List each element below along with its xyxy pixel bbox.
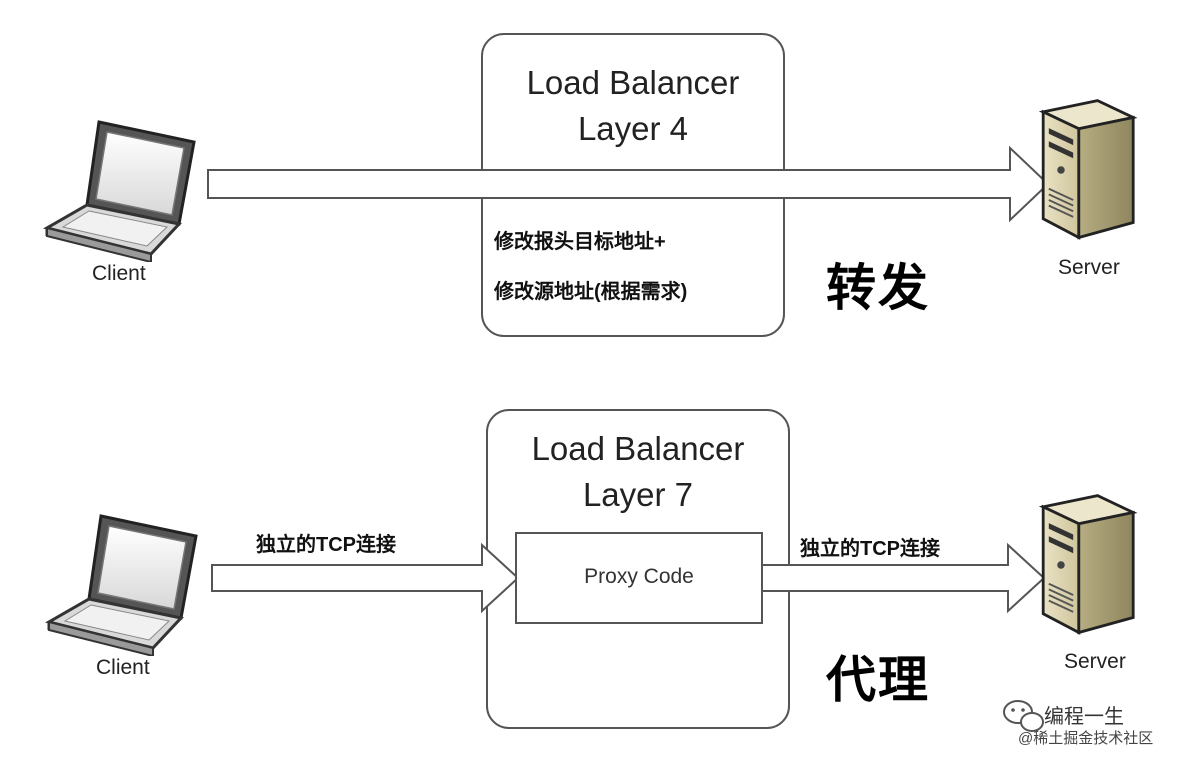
right-tcp-connection-label: 独立的TCP连接 bbox=[800, 538, 940, 560]
proxy-to-server-arrow bbox=[761, 542, 1046, 614]
lb-layer7-title-line1: Load Balancer bbox=[531, 430, 745, 467]
client-label-top: Client bbox=[92, 262, 146, 285]
forward-arrow bbox=[207, 145, 1050, 223]
proxy-code-label: Proxy Code bbox=[584, 565, 694, 588]
left-tcp-connection-label: 独立的TCP连接 bbox=[256, 534, 396, 556]
wechat-icon bbox=[1003, 700, 1044, 732]
lb-layer4-title-line2: Layer 4 bbox=[577, 110, 689, 147]
lb-layer4-title-line1: Load Balancer bbox=[526, 64, 740, 101]
proxy-code-box bbox=[515, 532, 763, 624]
client-label-bottom: Client bbox=[96, 656, 150, 679]
server-label-top: Server bbox=[1058, 256, 1120, 279]
lb-layer7-title-line2: Layer 7 bbox=[582, 476, 694, 513]
lb-layer7-title: Load Balancer Layer 7 bbox=[487, 426, 789, 518]
header-rewrite-note: 修改报头目标地址+ bbox=[494, 231, 666, 253]
laptop-icon bbox=[45, 120, 196, 262]
server-icon bbox=[1041, 99, 1135, 239]
laptop-icon bbox=[47, 514, 198, 656]
forward-mode-label: 转发 bbox=[826, 260, 930, 316]
server-icon bbox=[1041, 494, 1135, 634]
proxy-mode-label: 代理 bbox=[826, 652, 930, 708]
server-label-bottom: Server bbox=[1064, 650, 1126, 673]
source-rewrite-note: 修改源地址(根据需求) bbox=[494, 281, 688, 303]
lb-layer4-title: Load Balancer Layer 4 bbox=[482, 60, 784, 152]
client-to-proxy-arrow bbox=[211, 542, 520, 614]
watermark-name: 编程一生 bbox=[1044, 706, 1124, 728]
watermark-community: @稀土掘金技术社区 bbox=[1018, 730, 1154, 747]
